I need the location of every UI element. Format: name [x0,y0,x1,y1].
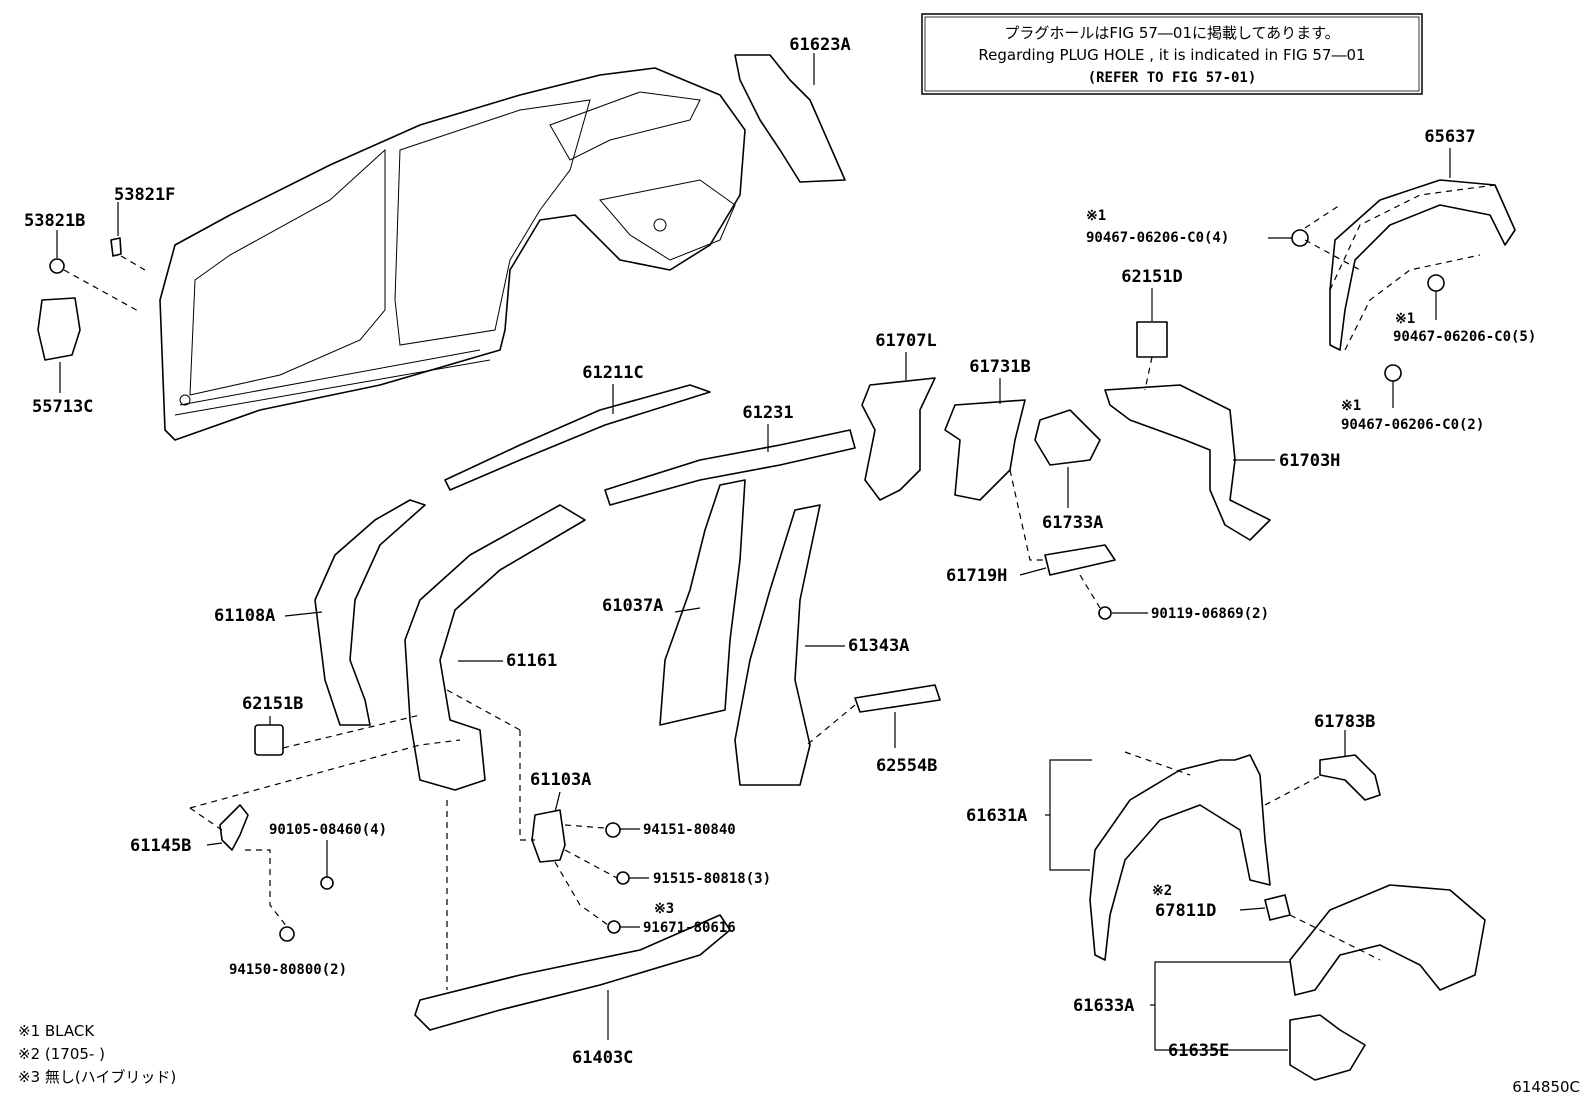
part-labels: 61623A 53821F 53821B 55713C 61211C 61231… [24,35,1476,1068]
part-62554B-shape [854,684,941,713]
label-61161: 61161 [506,651,557,671]
grommet-shape-3 [1384,364,1402,382]
part-61343A-shape [734,504,821,786]
notice-line-3: (REFER TO FIG 57-01) [1088,70,1257,86]
label-90467-a: 90467-06206-C0(4) [1086,230,1229,246]
label-61103A: 61103A [530,770,591,790]
label-61631A: 61631A [966,806,1027,826]
label-61633A: 61633A [1073,996,1134,1016]
part-62151B-shape [254,724,284,756]
legend-note-1: ※1 BLACK [18,1022,95,1040]
notice-line-2: Regarding PLUG HOLE , it is indicated in… [978,46,1365,64]
nut-shape-94150 [279,926,295,942]
label-53821F: 53821F [114,185,175,205]
fastener-labels: ※1 90467-06206-C0(4) ※1 90467-06206-C0(5… [229,208,1536,978]
part-53821F-shape [110,237,122,257]
part-61633A-shape [1289,884,1486,996]
nut-shape-94151 [605,822,621,838]
part-61231-shape [604,429,856,506]
part-61703H-shape [1104,384,1271,541]
label-62151D: 62151D [1121,267,1182,287]
part-61707L-shape [861,377,936,501]
label-61343A: 61343A [848,636,909,656]
label-94151: 94151-80840 [643,822,736,838]
label-61403C: 61403C [572,1048,633,1068]
label-94150: 94150-80800(2) [229,962,347,978]
label-90467-c: 90467-06206-C0(2) [1341,417,1484,433]
mark-note-1c: ※1 [1341,398,1361,414]
notice-line-1: プラグホールはFIG 57―01に掲載してあります。 [1004,24,1339,42]
label-61783B: 61783B [1314,712,1375,732]
part-61731B-shape [944,399,1026,501]
label-61623A: 61623A [789,35,850,55]
part-61783B-shape [1319,754,1381,801]
label-61719H: 61719H [946,566,1007,586]
part-65637-shape [1329,179,1516,351]
grommet-shape-2 [1427,274,1445,292]
label-91671: 91671-80616 [643,920,736,936]
label-61635E: 61635E [1168,1041,1229,1061]
label-61145B: 61145B [130,836,191,856]
label-61703H: 61703H [1279,451,1340,471]
part-61037A-shape [659,479,746,726]
mark-note-1a: ※1 [1086,208,1106,224]
part-61719H-shape [1044,544,1116,576]
mark-note-3: ※3 [654,901,674,917]
label-62151B: 62151B [242,694,303,714]
label-61731B: 61731B [969,357,1030,377]
side-body-panel-shape [159,67,746,441]
bolt-shape-91515 [616,871,630,885]
label-65637: 65637 [1424,127,1475,147]
part-61108A-shape [314,499,426,726]
figure-id: 614850C [1512,1078,1580,1096]
label-61037A: 61037A [602,596,663,616]
part-61145B-shape [219,804,249,851]
part-61211C-shape [444,384,711,491]
label-61108A: 61108A [214,606,275,626]
bolt-shape-90119 [1098,606,1112,620]
label-90105: 90105-08460(4) [269,822,387,838]
notice-box: プラグホールはFIG 57―01に掲載してあります。 Regarding PLU… [921,13,1423,95]
bolt-shape-91671 [607,920,621,934]
label-61733A: 61733A [1042,513,1103,533]
mark-note-2: ※2 [1152,883,1172,899]
assembly-lines [63,204,1381,990]
part-55713C-shape [37,297,81,361]
part-61103A-shape [531,809,566,863]
leader-lines [56,53,1451,1051]
part-61403C-shape [414,914,731,1031]
label-62554B: 62554B [876,756,937,776]
part-61623A-shape [734,54,846,183]
label-90467-b: 90467-06206-C0(5) [1393,329,1536,345]
part-61631A-shape [1089,754,1271,961]
label-61211C: 61211C [582,363,643,383]
label-61231: 61231 [742,403,793,423]
label-53821B: 53821B [24,211,85,231]
grommet-shape-1 [1291,229,1309,247]
legend-note-3: ※3 無し(ハイブリッド) [18,1068,176,1086]
part-61733A-shape [1034,409,1101,466]
mark-note-1b: ※1 [1395,311,1415,327]
legend-note-2: ※2 (1705- ) [18,1045,105,1063]
legend-notes: ※1 BLACK ※2 (1705- ) ※3 無し(ハイブリッド) [18,1022,176,1086]
part-53821B-shape [49,258,65,274]
label-67811D: 67811D [1155,901,1216,921]
part-61635E-shape [1289,1014,1366,1081]
label-55713C: 55713C [32,397,93,417]
part-61161-shape [404,504,586,791]
bolt-shape-90105 [320,876,334,890]
part-62151D-shape [1136,321,1168,358]
label-90119: 90119-06869(2) [1151,606,1269,622]
part-67811D-shape [1264,894,1291,921]
label-91515: 91515-80818(3) [653,871,771,887]
label-61707L: 61707L [875,331,936,351]
